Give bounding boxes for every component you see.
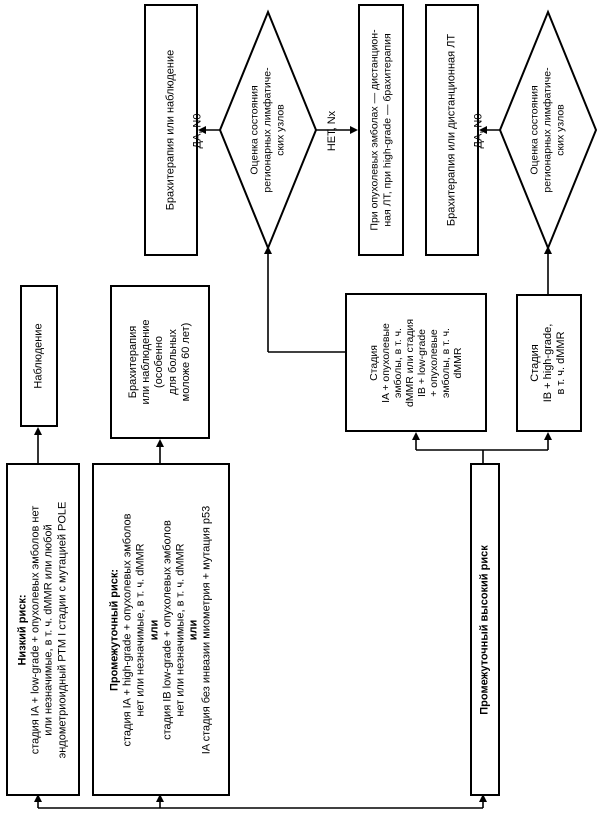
diamond-2-line-3: ских узлов [554,104,567,156]
stage-ia-line-8: dMMR [452,347,465,378]
low-risk-line-2: или незначимые, в т. ч. dMMR или любой [43,523,55,736]
stage-ia-emboli-box: Стадия IA + опухолевые эмболы, в т. ч. d… [345,293,487,432]
brachy-60-line-5: моложе 60 лет) [179,322,192,402]
stage-ib-line-2: IB + high-grade, [542,323,555,403]
decision-diamond-1 [218,9,318,251]
intermediate-risk-box: Промежуточный риск: стадия IA + high-gra… [92,463,230,796]
observation-box: Наблюдение [20,285,58,427]
intermediate-line-4: нет или незначимые, в т. ч. dMMR [174,542,187,717]
stage-ib-high-grade-box: Стадия IB + high-grade, в т. ч. dMMR [516,294,582,432]
diamond-2-line-2: регионарных лимфатиче- [541,67,554,193]
stage-ia-line-4: dMMR или стадия [403,318,416,407]
brachy-or-external-rt-text: Брахитерапия или дистанционная ЛТ [445,33,458,227]
diamond-1-line-2: регионарных лимфатиче- [261,67,274,193]
edge-label-yes-n0-2: ДА, N0 [472,113,485,149]
low-risk-box: Низкий риск: стадия IA + low-grade + опу… [6,463,80,796]
intermediate-risk-title: Промежуточный риск: [108,568,121,691]
edge-label-yes-n0-1: ДА, N0 [191,113,204,149]
diamond-1-text: Оценка состояния регионарных лимфатиче- … [248,40,287,220]
intermediate-line-5: IA стадия без инвазии миометрия + мутаци… [200,505,213,754]
brachy-or-observation-box: Брахитерапия или наблюдение [144,4,198,256]
brachy-or-observation-text: Брахитерапия или наблюдение [164,49,177,211]
stage-ib-line-1: Стадия [529,344,542,382]
emboli-rt-box: При опухолевых эмболах — дистанцион- ная… [358,4,404,256]
intermediate-line-3: стадия IB low-grade + опухолевых эмболов [161,519,173,740]
stage-ia-line-3: эмболы, в т. ч. [391,327,404,398]
intermediate-or-1: или [147,619,160,640]
intermediate-line-1: стадия IA + high-grade + опухолевых эмбо… [121,513,134,746]
brachy-60-line-3: (особенно [153,335,166,389]
high-intermediate-risk-box: Промежуточный высокий риск [470,463,500,796]
stage-ib-line-3: в т. ч. dMMR [555,331,568,395]
brachy-or-external-rt-box: Брахитерапия или дистанционная ЛТ [425,4,479,256]
brachy-or-observation-60-box: Брахитерапия или наблюдение (особенно дл… [110,285,210,439]
diamond-2-text: Оценка состояния регионарных лимфатиче- … [528,40,567,220]
stage-ia-line-1: Стадия [367,344,380,381]
low-risk-title: Низкий риск: [16,593,29,666]
emboli-rt-line-1: При опухолевых эмболах — дистанцион- [368,29,381,231]
low-risk-line-3: эндометриоидный РТМ I стадии с мутацией … [56,501,69,758]
intermediate-or-2: или [187,619,200,640]
diamond-2-line-1: Оценка состояния [528,85,541,175]
brachy-60-line-2: или наблюдение [140,319,153,405]
stage-ia-line-2: IA + опухолевые [379,322,392,403]
stage-ia-line-7: эмболы, в т. ч. [440,327,453,398]
observation-text: Наблюдение [32,323,45,389]
decision-diamond-2 [498,9,598,251]
stage-ia-line-5: IB + low-grade [416,328,428,397]
brachy-60-line-4: для больных [166,329,179,395]
diamond-1-line-3: ских узлов [274,104,287,156]
high-intermediate-text: Промежуточный высокий риск [478,544,491,715]
diamond-1-line-1: Оценка состояния [248,85,261,175]
intermediate-line-2: нет или незначимые, в т. ч. dMMR [134,542,147,717]
edge-label-no-nx: НЕТ, Nx [326,110,339,152]
low-risk-line-1: стадия IA + low-grade + опухолевых эмбол… [29,505,42,754]
brachy-60-line-1: Брахитерапия [127,325,140,399]
stage-ia-line-6: + опухолевые [428,328,441,397]
emboli-rt-line-2: ная ЛТ, при high-grade — брахитерапия [381,33,393,227]
